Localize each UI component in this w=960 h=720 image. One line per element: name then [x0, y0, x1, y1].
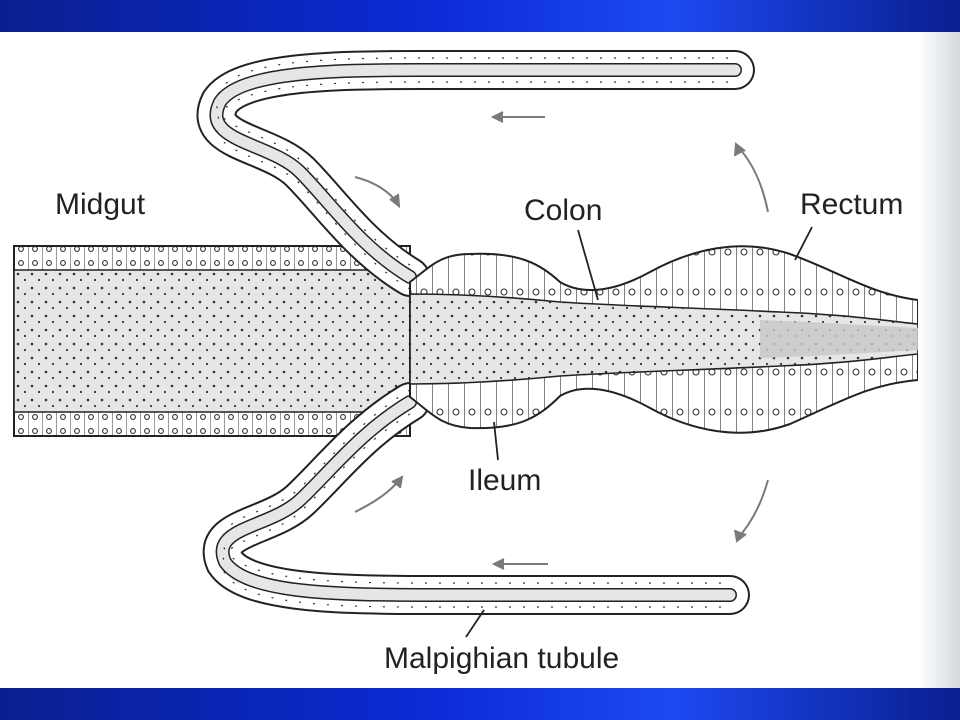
flow-arrow-icon — [354, 176, 401, 209]
hindgut-diagram: Midgut Colon Rectum Ileum Malpighian tub… — [13, 50, 918, 675]
colon-leader-line — [577, 229, 599, 301]
flow-arrow-icon — [491, 558, 548, 570]
rectum-leader-line — [794, 226, 813, 261]
flow-arrow-icon — [734, 142, 769, 213]
midgut-label: Midgut — [55, 188, 146, 221]
top-band — [0, 0, 960, 32]
hindgut-wall — [409, 245, 918, 434]
flow-arrow-icon — [490, 111, 545, 123]
ileum-label: Ileum — [468, 464, 541, 497]
colon-label: Colon — [524, 194, 602, 227]
malpighian-tubule-label: Malpighian tubule — [384, 642, 619, 675]
leader-lines — [465, 226, 813, 638]
flow-arrow-icon — [734, 479, 769, 543]
flow-arrows — [354, 111, 769, 570]
ileum-leader-line — [493, 421, 499, 461]
flow-arrow-icon — [354, 475, 404, 513]
lower-malpighian-tubule — [202, 382, 750, 615]
midgut — [13, 245, 411, 437]
right-edge-shadow — [918, 32, 960, 688]
bottom-band — [0, 688, 960, 720]
rectum-label: Rectum — [800, 188, 903, 221]
upper-malpighian-tubule — [196, 50, 755, 297]
malpighian-leader-line — [465, 609, 485, 638]
